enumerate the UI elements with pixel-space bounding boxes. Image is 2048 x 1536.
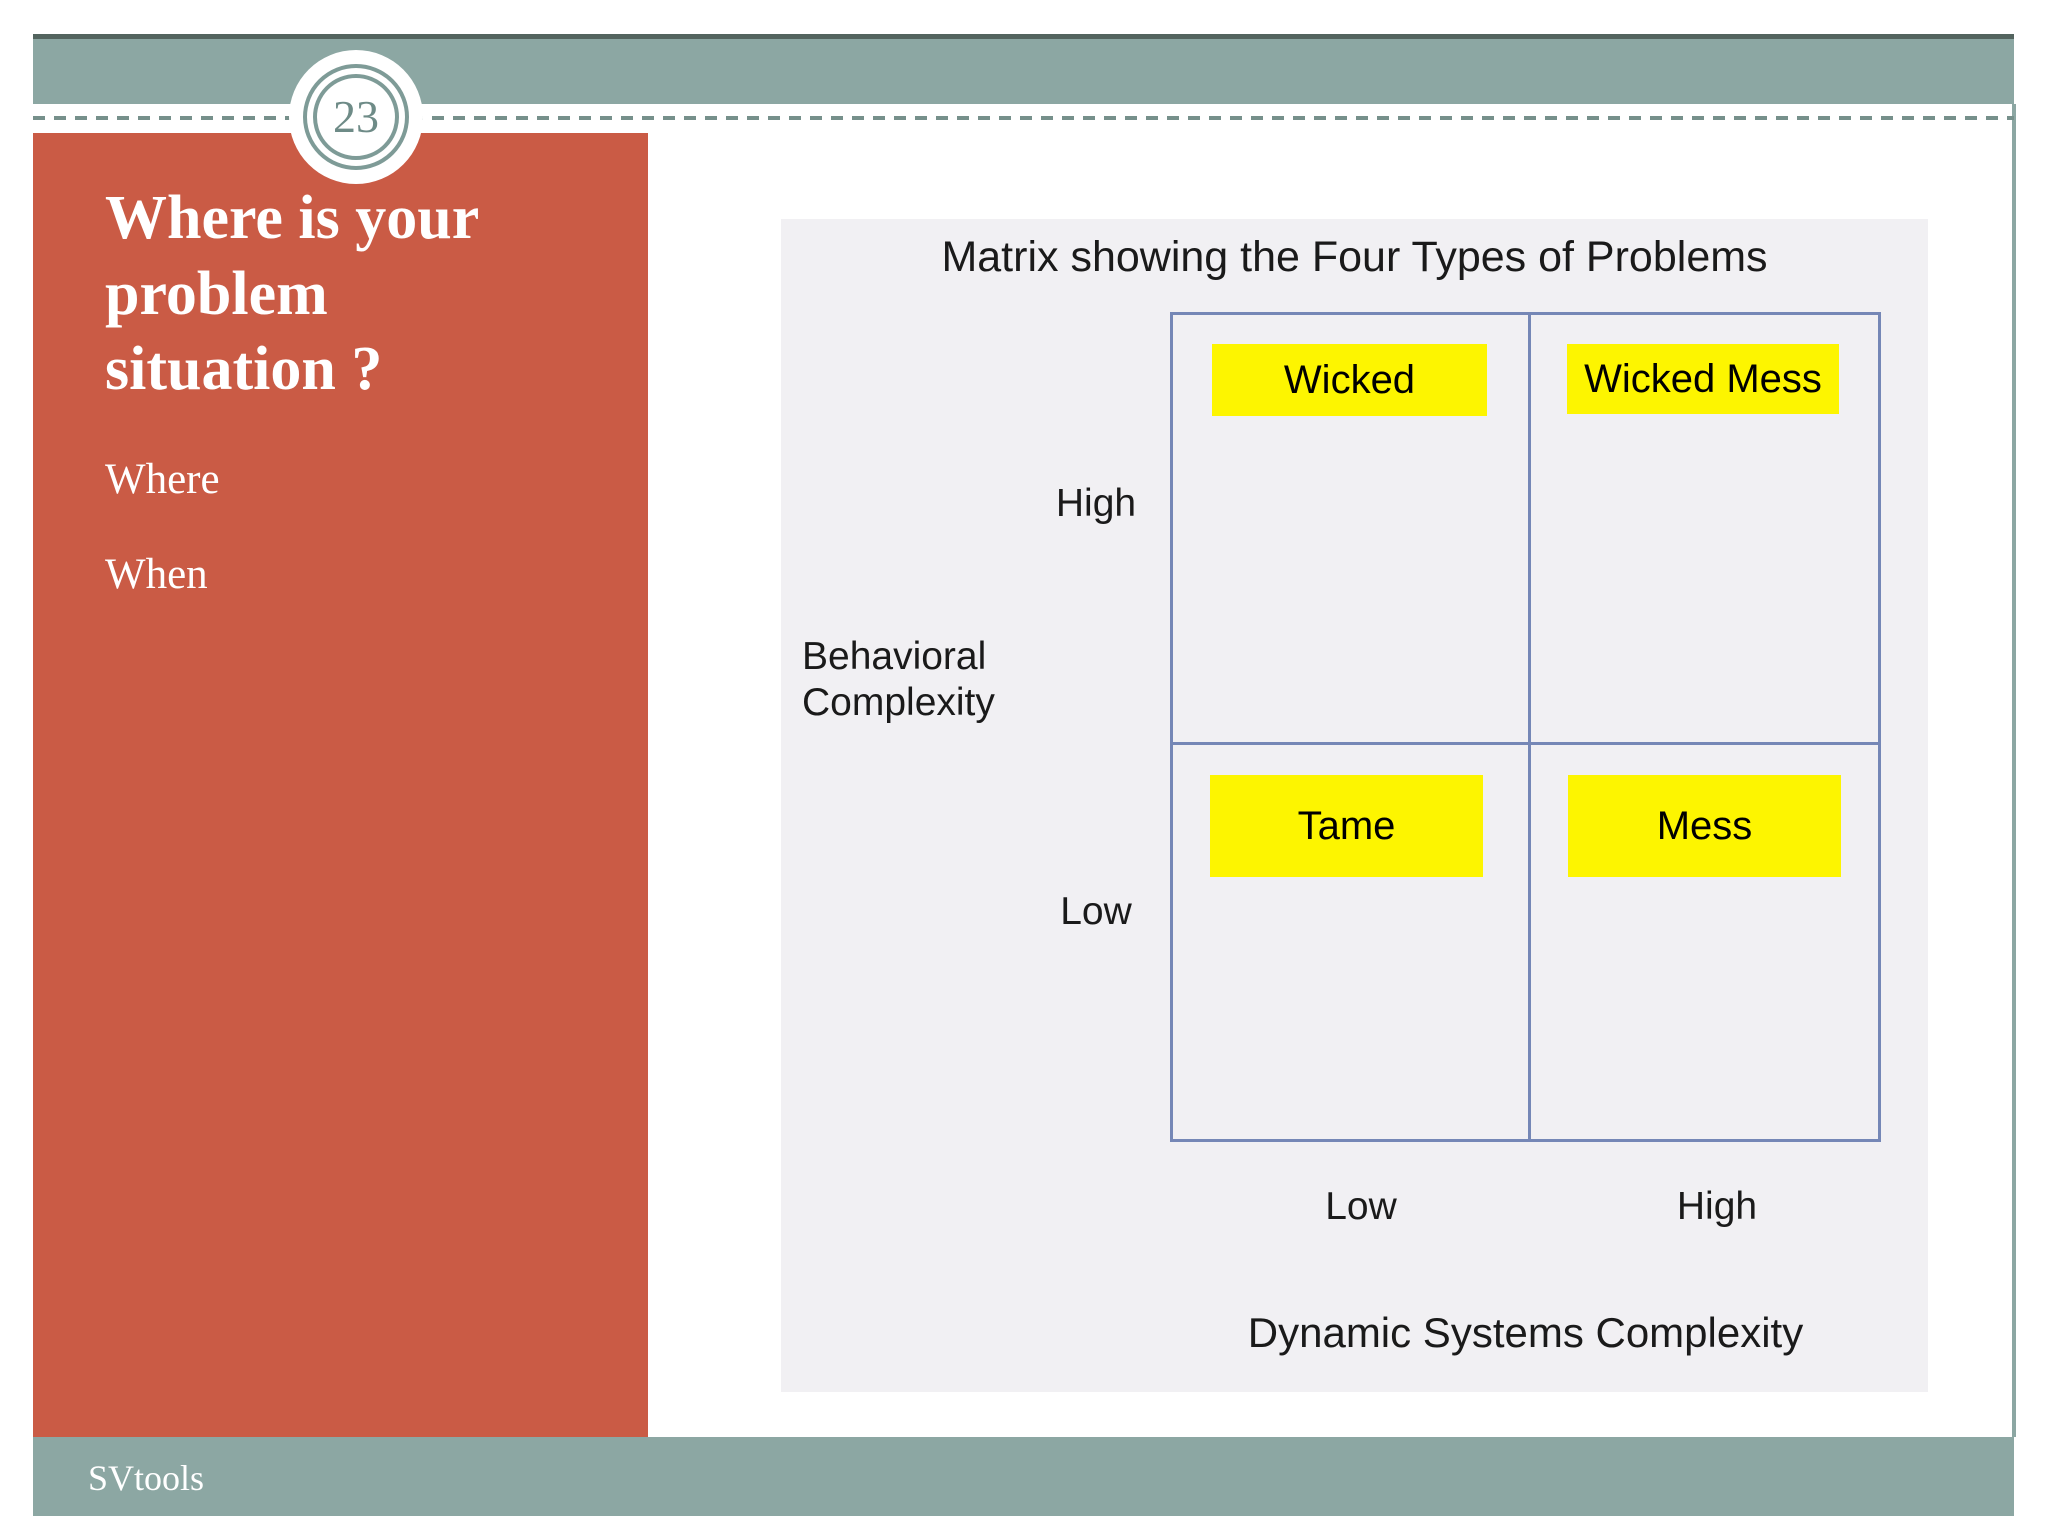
list-item-where: Where [105,456,220,503]
matrix-grid [1170,312,1881,1142]
badge-outer-ring: 23 [303,64,409,170]
footer-bar: SVtools [33,1437,2014,1516]
footer-text: SVtools [88,1458,205,1498]
dashed-divider [33,116,2014,120]
y-axis-tick-high: High [1055,482,1137,525]
quadrant-label-mess: Mess [1568,775,1841,877]
x-axis-tick-low: Low [1325,1185,1397,1228]
y-axis-label: Behavioral Complexity [802,635,995,725]
slide-title: Where is your problem situation ? [105,184,479,404]
x-axis-tick-high: High [1676,1185,1758,1228]
x-axis-label: Dynamic Systems Complexity [1247,1309,1804,1356]
page-number: 23 [333,91,379,142]
badge-inner-ring: 23 [313,74,399,160]
right-border-line [2012,104,2016,1437]
quadrant-label-wicked: Wicked [1212,344,1487,416]
figure-title: Matrix showing the Four Types of Problem… [941,233,1768,281]
y-axis-tick-low: Low [1060,890,1132,933]
quadrant-label-tame: Tame [1210,775,1483,877]
page-number-badge: 23 [289,50,423,184]
left-panel: Where is your problem situation ? Where … [33,133,648,1437]
matrix-vertical-divider [1528,315,1531,1139]
list-item-when: When [105,551,208,598]
matrix-figure: Matrix showing the Four Types of Problem… [781,219,1928,1392]
matrix-horizontal-divider [1173,742,1878,745]
quadrant-label-wicked-mess: Wicked Mess [1567,344,1839,414]
